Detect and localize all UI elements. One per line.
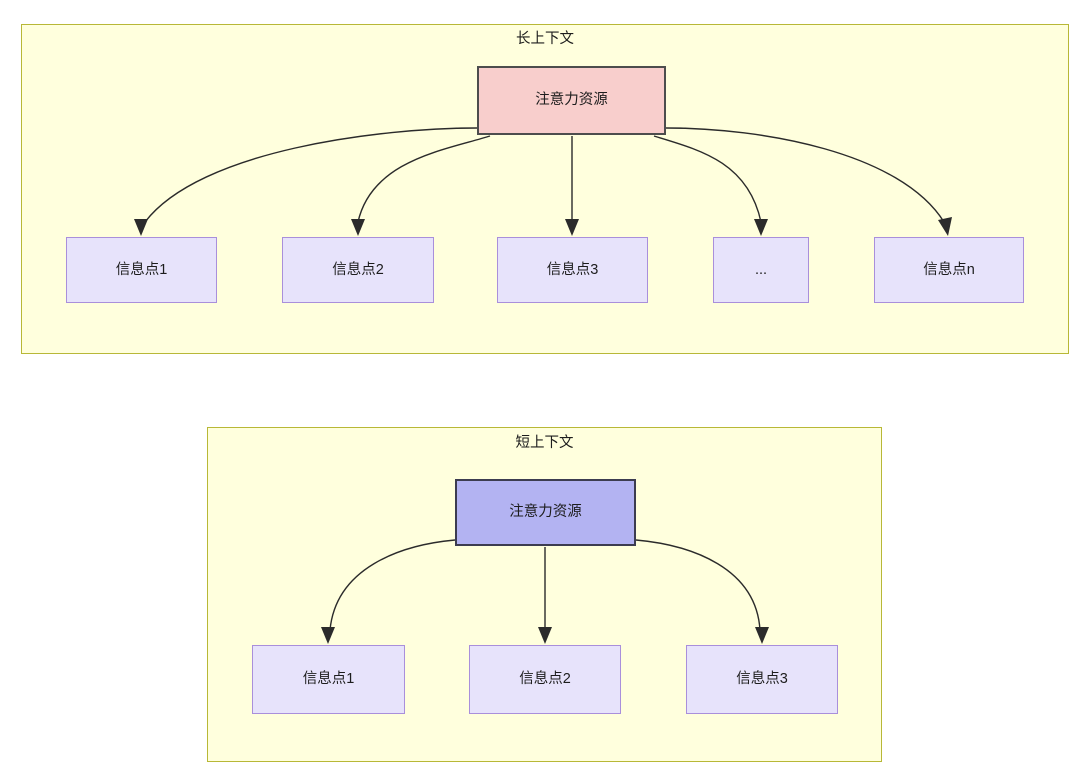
node-long-info-1[interactable]: 信息点1 [66, 237, 217, 303]
node-short-info-2[interactable]: 信息点2 [469, 645, 621, 714]
panel-short-context-title: 短上下文 [515, 435, 574, 451]
node-short-info-3[interactable]: 信息点3 [686, 645, 838, 714]
node-short-context-root-label: 注意力资源 [509, 504, 582, 521]
node-short-info-3-label: 信息点3 [736, 671, 788, 688]
node-short-context-root[interactable]: 注意力资源 [455, 479, 636, 546]
node-short-info-1-label: 信息点1 [302, 671, 355, 688]
node-long-info-ellipsis[interactable]: ... [713, 237, 809, 303]
node-short-info-2-label: 信息点2 [519, 671, 571, 688]
panel-long-context-title: 长上下文 [516, 31, 574, 47]
node-long-info-1-label: 信息点1 [115, 261, 168, 278]
node-long-info-n[interactable]: 信息点n [874, 237, 1024, 303]
node-long-info-2[interactable]: 信息点2 [282, 237, 434, 303]
node-short-info-1[interactable]: 信息点1 [252, 645, 405, 714]
node-long-info-3-label: 信息点3 [546, 261, 599, 278]
node-long-info-3[interactable]: 信息点3 [497, 237, 648, 303]
node-long-info-2-label: 信息点2 [332, 261, 384, 278]
node-long-context-root-label: 注意力资源 [535, 92, 608, 109]
node-long-context-root[interactable]: 注意力资源 [477, 66, 666, 135]
node-long-info-ellipsis-label: ... [754, 261, 768, 278]
node-long-info-n-label: 信息点n [923, 261, 975, 278]
